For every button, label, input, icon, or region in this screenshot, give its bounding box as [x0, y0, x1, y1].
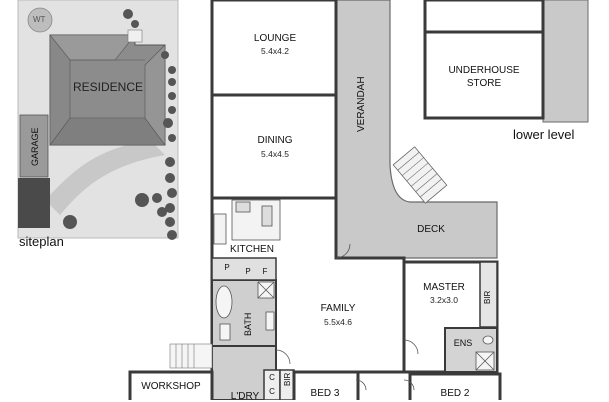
deck-stairs [392, 146, 448, 204]
ensuite-name: ENS [453, 338, 473, 348]
pantry2-name: P [245, 267, 251, 276]
underhouse-store-line1: UNDERHOUSE [448, 65, 520, 76]
lounge-dims: 5.4x4.2 [261, 46, 289, 56]
garage-label: GARAGE [30, 127, 40, 166]
fridge-name: F [262, 267, 268, 276]
cupboard2-name: C [269, 387, 275, 396]
water-tank-label: WT [33, 15, 46, 24]
main-floor [128, 0, 502, 400]
underhouse-store-line2: STORE [466, 78, 502, 89]
pantry1-name: P [224, 263, 230, 272]
water-tank [27, 7, 53, 33]
lower-level-upper-room [423, 0, 545, 34]
lounge-walls [210, 0, 338, 97]
dining-walls [210, 93, 338, 200]
kitchen-fittings [213, 199, 281, 245]
bed3-bir-name: BIR [283, 372, 292, 386]
laundry-name: L'DRY [230, 391, 260, 402]
family-name: FAMILY [320, 303, 356, 314]
site-stairs [127, 29, 143, 43]
bed2-walls [408, 372, 502, 400]
master-name: MASTER [423, 282, 465, 293]
verandah-area [335, 0, 498, 259]
workshop-name: WORKSHOP [141, 381, 201, 392]
bath-name: BATH [243, 312, 253, 336]
master-dims: 3.2x3.0 [430, 295, 458, 305]
ensuite-fittings [475, 335, 495, 371]
site-trees [63, 9, 177, 240]
workshop-stairs [169, 343, 213, 369]
bed3-walls [292, 370, 360, 400]
kitchen-name: KITCHEN [230, 244, 274, 255]
lower-level-plan [423, 0, 589, 123]
lower-level-verandah [542, 0, 589, 123]
garage-shadow [18, 178, 50, 228]
residence-roof [49, 34, 166, 146]
family-dims: 5.5x4.6 [324, 317, 352, 327]
master-bir-name: BIR [483, 290, 492, 304]
site-driveway [45, 140, 165, 215]
workshop-walls [128, 370, 214, 400]
verandah-deck [335, 0, 498, 259]
lower-level-label: lower level [513, 127, 575, 142]
lounge-name: LOUNGE [253, 33, 297, 44]
bed2-name: BED 2 [440, 388, 470, 399]
verandah-name: VERANDAH [356, 76, 367, 132]
underhouse-store-walls [423, 30, 545, 120]
bed3-name: BED 3 [310, 388, 340, 399]
siteplan-label: siteplan [19, 234, 64, 249]
dining-dims: 5.4x4.5 [261, 149, 289, 159]
bath-fittings [215, 281, 275, 341]
pantry-area [211, 257, 277, 281]
deck-name: DECK [417, 224, 445, 235]
residence-label: RESIDENCE [73, 80, 144, 94]
cupboard1-name: C [269, 373, 275, 382]
site-plan [17, 0, 179, 240]
garage-block [19, 114, 49, 178]
dining-name: DINING [257, 135, 293, 146]
